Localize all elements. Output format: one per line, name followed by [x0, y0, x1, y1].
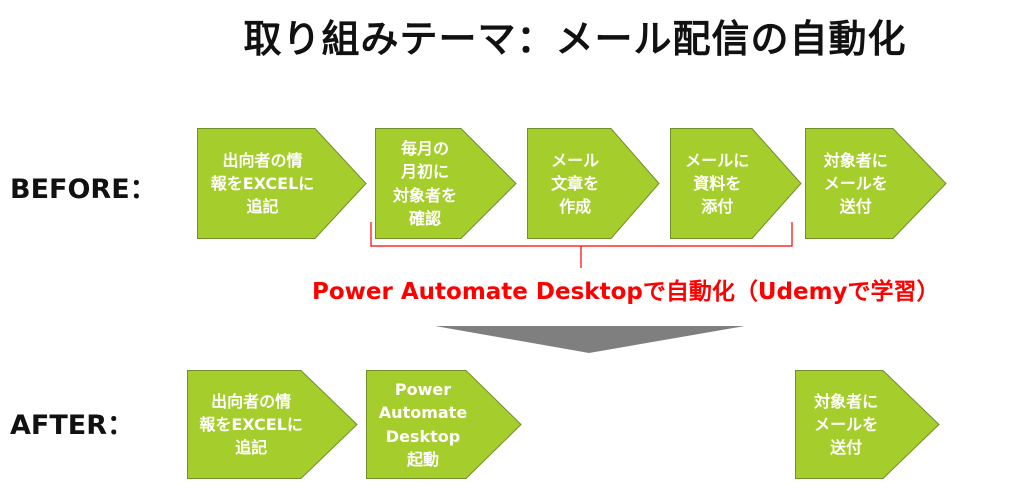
chevron-shape	[197, 128, 367, 239]
before-step-3: メール 文章を 作成	[527, 128, 660, 239]
before-step-5: 対象者に メールを 送付	[805, 128, 947, 239]
chevron-shape	[375, 128, 517, 239]
after-step-2: Power Automate Desktop 起動	[366, 370, 522, 479]
down-arrow-icon	[435, 326, 745, 353]
chevron-shape	[527, 128, 660, 239]
before-step-2: 毎月の 月初に 対象者を 確認	[375, 128, 517, 239]
after-step-3: 対象者に メールを 送付	[795, 370, 940, 479]
before-step-1: 出向者の情 報をEXCELに 追記	[197, 128, 367, 239]
chevron-shape	[366, 370, 522, 479]
chevron-shape	[670, 128, 802, 239]
chevron-shape	[187, 370, 358, 479]
chevron-shape	[805, 128, 947, 239]
automation-note: Power Automate Desktopで自動化（Udemyで学習）	[312, 279, 940, 305]
after-step-1: 出向者の情 報をEXCELに 追記	[187, 370, 358, 479]
chevron-shape	[795, 370, 940, 479]
before-label: BEFORE：	[10, 174, 157, 205]
after-label: AFTER：	[10, 410, 134, 441]
before-step-4: メールに 資料を 添付	[670, 128, 802, 239]
page-title: 取り組みテーマ：メール配信の自動化	[243, 17, 907, 61]
